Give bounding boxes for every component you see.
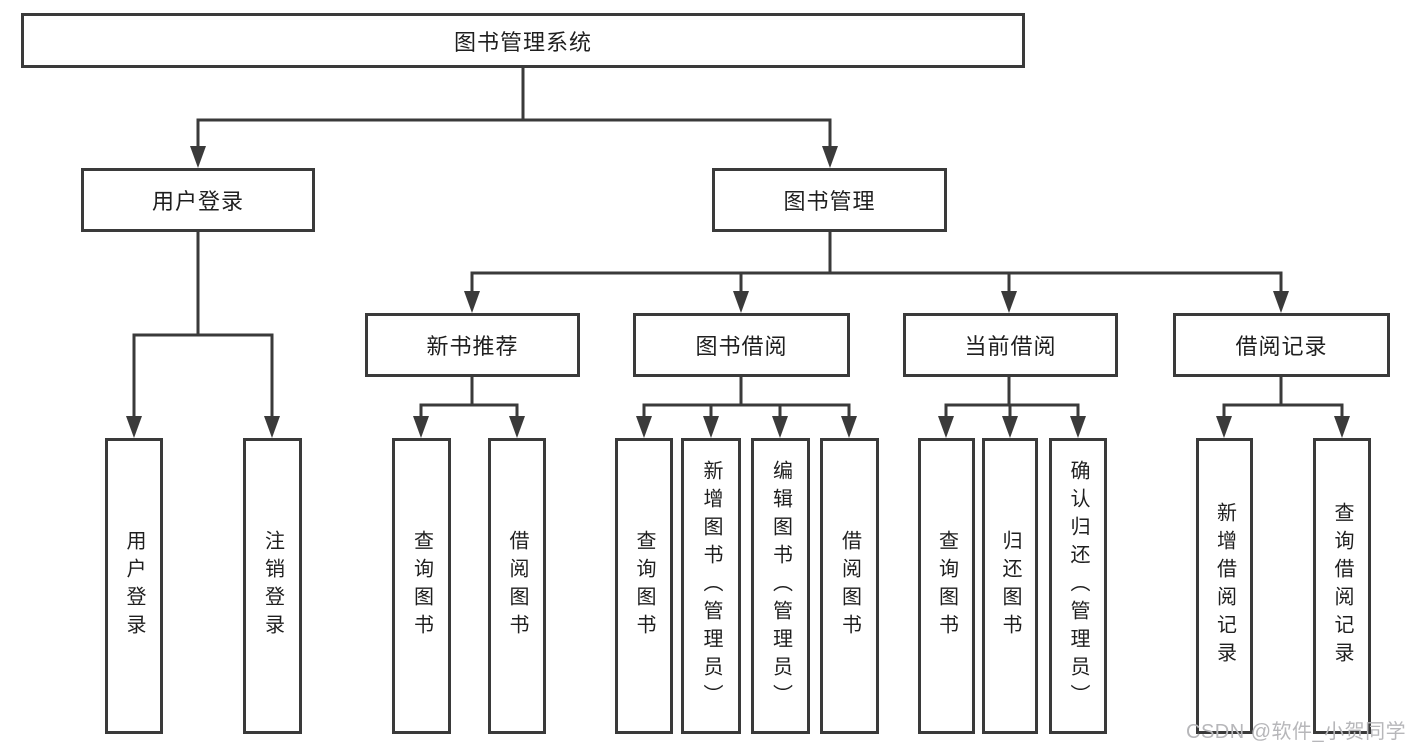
leaf-query-books-recommend: 查询图书 xyxy=(392,438,451,734)
leaf-borrow-books-label: 借阅图书 xyxy=(838,530,861,642)
node-new-book-recommendation-label: 新书推荐 xyxy=(426,334,519,359)
leaf-edit-books-admin: 编辑图书（管理员） xyxy=(751,438,810,734)
leaf-borrow-books-recommend-label: 借阅图书 xyxy=(506,530,528,642)
node-user-login-label: 用户登录 xyxy=(151,189,244,214)
leaf-logout: 注销登录 xyxy=(243,438,302,734)
leaf-query-books-borrow-label: 查询图书 xyxy=(633,530,655,642)
arrowhead-icons xyxy=(126,146,1350,438)
leaf-query-books-current: 查询图书 xyxy=(918,438,975,734)
node-current-borrowing-label: 当前借阅 xyxy=(964,334,1057,359)
leaf-return-books-label: 归还图书 xyxy=(999,530,1021,642)
node-user-login: 用户登录 xyxy=(81,168,315,232)
leaf-query-borrow-record: 查询借阅记录 xyxy=(1313,438,1371,734)
leaf-edit-books-admin-label: 编辑图书（管理员） xyxy=(769,460,792,712)
node-borrowing-records-label: 借阅记录 xyxy=(1235,334,1328,359)
node-current-borrowing: 当前借阅 xyxy=(903,313,1118,377)
leaf-query-books-recommend-label: 查询图书 xyxy=(410,530,433,642)
leaf-add-books-admin-label: 新增图书（管理员） xyxy=(700,460,722,712)
leaf-query-books-current-label: 查询图书 xyxy=(935,530,958,642)
leaf-add-books-admin: 新增图书（管理员） xyxy=(681,438,741,734)
node-root: 图书管理系统 xyxy=(21,13,1025,68)
csdn-watermark: CSDN @软件_小贺同学 xyxy=(1186,721,1405,743)
leaf-return-books: 归还图书 xyxy=(982,438,1038,734)
node-book-management-label: 图书管理 xyxy=(783,189,876,214)
leaf-confirm-return-admin-label: 确认归还（管理员） xyxy=(1067,460,1089,712)
node-book-management: 图书管理 xyxy=(712,168,947,232)
leaf-add-borrow-record-label: 新增借阅记录 xyxy=(1213,502,1236,670)
node-book-borrowing-label: 图书借阅 xyxy=(695,334,788,359)
leaf-query-books-borrow: 查询图书 xyxy=(615,438,673,734)
node-root-label: 图书管理系统 xyxy=(453,29,592,55)
leaf-borrow-books: 借阅图书 xyxy=(820,438,879,734)
node-borrowing-records: 借阅记录 xyxy=(1173,313,1390,377)
leaf-confirm-return-admin: 确认归还（管理员） xyxy=(1049,438,1107,734)
leaf-add-borrow-record: 新增借阅记录 xyxy=(1196,438,1253,734)
node-book-borrowing: 图书借阅 xyxy=(633,313,850,377)
leaf-user-login-label: 用户登录 xyxy=(123,530,145,642)
node-new-book-recommendation: 新书推荐 xyxy=(365,313,580,377)
leaf-user-login: 用户登录 xyxy=(105,438,163,734)
leaf-logout-label: 注销登录 xyxy=(261,530,284,642)
leaf-borrow-books-recommend: 借阅图书 xyxy=(488,438,546,734)
leaf-query-borrow-record-label: 查询借阅记录 xyxy=(1331,502,1353,670)
